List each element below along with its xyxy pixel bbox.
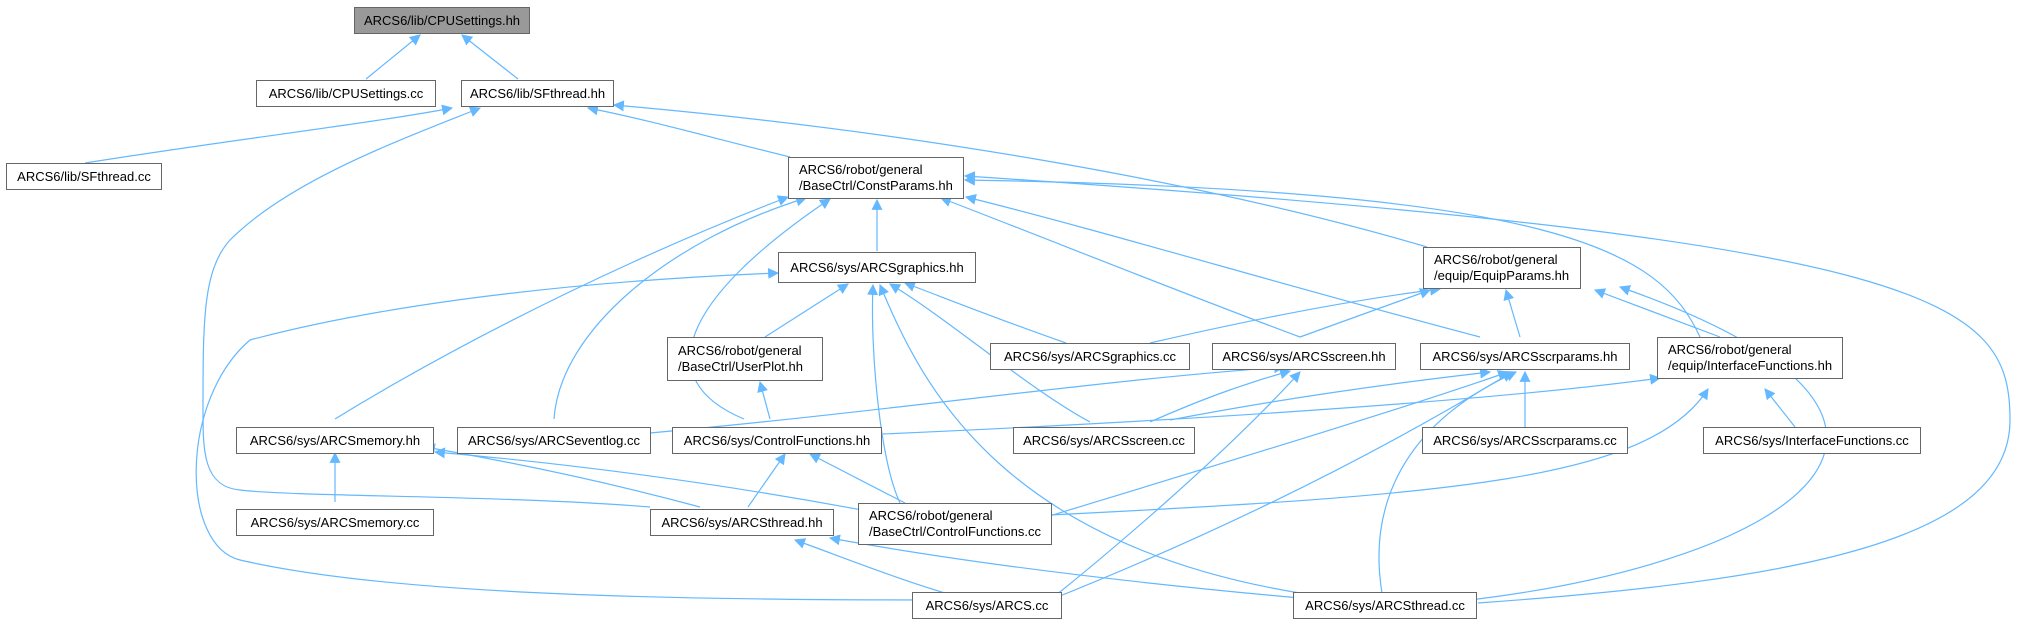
- node-equipparams-hh[interactable]: ARCS6/robot/general/equip/EquipParams.hh: [1423, 247, 1581, 289]
- edge-interfacefunctions-hh-to-constparams-hh: [963, 174, 1701, 338]
- edge-arcsthread-cc-to-arcsthread-hh: [828, 534, 1301, 599]
- edge-arcsthread-hh-to-sfthread-hh: [202, 106, 651, 508]
- node-cpusettings-cc[interactable]: ARCS6/lib/CPUSettings.cc: [256, 80, 436, 107]
- edge-interfacefunctions-cc-to-interfacefunctions-hh: [1764, 388, 1796, 428]
- node-arcsthread-cc[interactable]: ARCS6/sys/ARCSthread.cc: [1293, 592, 1477, 619]
- edge-arcsthread-hh-to-controlfunctions-hh: [747, 453, 786, 508]
- edge-arcsthread-cc-to-arcsgraphics-hh: [878, 283, 1351, 601]
- edge-arcsgraphics-cc-to-arcsgraphics-hh: [903, 281, 1067, 344]
- node-interfacefunctions-cc[interactable]: ARCS6/sys/InterfaceFunctions.cc: [1703, 427, 1921, 454]
- edge-arcsscreen-cc-to-arcsscreen-hh: [1149, 368, 1292, 423]
- edge-interfacefunctions-hh-to-equipparams-hh: [1593, 288, 1721, 338]
- node-arcsgraphics-cc[interactable]: ARCS6/sys/ARCSgraphics.cc: [990, 343, 1190, 370]
- edge-arcsscreen-hh-to-constparams-hh: [939, 196, 1301, 338]
- edge-arcsthread-cc-to-arcsscrparams-hh: [1378, 371, 1517, 594]
- node-cpusettings-hh: ARCS6/lib/CPUSettings.hh: [354, 7, 530, 34]
- edge-basectrl-controlfunctions-cc-to-arcsmemory-hh: [433, 447, 863, 511]
- edge-arcs-cc-to-arcsthread-hh: [793, 538, 956, 597]
- node-arcsgraphics-hh[interactable]: ARCS6/sys/ARCSgraphics.hh: [778, 252, 976, 283]
- edge-arcs-cc-to-arcsscreen-hh: [1049, 371, 1301, 601]
- edge-arcseventlog-cc-to-constparams-hh: [553, 195, 808, 420]
- node-basectrl-controlfunctions-cc[interactable]: ARCS6/robot/general/BaseCtrl/ControlFunc…: [858, 503, 1052, 545]
- edge-arcsmemory-hh-to-constparams-hh: [334, 195, 790, 420]
- edge-arcsgraphics-cc-to-equipparams-hh: [1149, 284, 1442, 344]
- edge-arcsthread-hh-to-arcsmemory-hh: [423, 443, 701, 508]
- edge-arcsscrparams-hh-to-constparams-hh: [964, 194, 1481, 338]
- edge-arcs-cc-to-arcsgraphics-hh: [195, 267, 961, 601]
- node-sfthread-hh[interactable]: ARCS6/lib/SFthread.hh: [461, 80, 614, 107]
- node-interfacefunctions-hh[interactable]: ARCS6/robot/general/equip/InterfaceFunct…: [1657, 337, 1843, 379]
- edge-arcs-cc-to-arcsscrparams-hh: [1049, 371, 1513, 601]
- node-arcseventlog-cc[interactable]: ARCS6/sys/ARCSeventlog.cc: [457, 427, 651, 454]
- edge-arcsscreen-cc-to-arcsscrparams-hh: [1169, 367, 1492, 421]
- edge-basectrl-controlfunctions-cc-to-arcsgraphics-hh: [867, 283, 901, 504]
- edge-sfthread-cc-to-sfthread-hh: [84, 104, 454, 164]
- edge-arcsscreen-hh-to-equipparams-hh: [1299, 288, 1432, 338]
- edge-userplot-hh-to-arcsgraphics-hh: [764, 283, 849, 338]
- node-arcsmemory-cc[interactable]: ARCS6/sys/ARCSmemory.cc: [236, 509, 434, 536]
- edge-basectrl-controlfunctions-cc-to-arcsscrparams-hh: [1019, 370, 1510, 526]
- node-arcsscrparams-cc[interactable]: ARCS6/sys/ARCSscrparams.cc: [1422, 427, 1628, 454]
- node-sfthread-cc[interactable]: ARCS6/lib/SFthread.cc: [6, 163, 162, 190]
- node-controlfunctions-hh[interactable]: ARCS6/sys/ControlFunctions.hh: [672, 427, 882, 454]
- edge-controlfunctions-hh-to-userplot-hh: [757, 380, 771, 420]
- edge-controlfunctions-hh-to-constparams-hh: [689, 198, 831, 420]
- edge-arcsthread-cc-to-constparams-hh: [963, 171, 2011, 604]
- node-arcs-cc[interactable]: ARCS6/sys/ARCS.cc: [912, 592, 1062, 619]
- edge-sfthread-hh-to-cpusettings-hh: [461, 34, 519, 80]
- node-arcsscreen-hh[interactable]: ARCS6/sys/ARCSscreen.hh: [1212, 343, 1396, 370]
- node-arcsmemory-hh[interactable]: ARCS6/sys/ARCSmemory.hh: [236, 427, 434, 454]
- edge-cpusettings-cc-to-cpusettings-hh: [365, 34, 421, 80]
- edge-arcseventlog-cc-to-arcsscreen-hh: [649, 362, 1286, 434]
- edge-basectrl-controlfunctions-cc-to-interfacefunctions-hh: [1049, 388, 1709, 516]
- edge-arcsscrparams-hh-to-equipparams-hh: [1503, 288, 1521, 338]
- edge-equipparams-hh-to-sfthread-hh: [612, 100, 1428, 248]
- node-arcsscrparams-hh[interactable]: ARCS6/sys/ARCSscrparams.hh: [1420, 343, 1630, 370]
- edge-controlfunctions-hh-to-interfacefunctions-hh: [882, 373, 1662, 435]
- edge-basectrl-controlfunctions-cc-to-controlfunctions-hh: [809, 453, 906, 504]
- node-constparams-hh[interactable]: ARCS6/robot/general/BaseCtrl/ConstParams…: [788, 157, 964, 199]
- edge-constparams-hh-to-sfthread-hh: [586, 104, 791, 158]
- node-arcsthread-hh[interactable]: ARCS6/sys/ARCSthread.hh: [650, 509, 834, 536]
- node-arcsscreen-cc[interactable]: ARCS6/sys/ARCSscreen.cc: [1013, 427, 1195, 454]
- node-userplot-hh[interactable]: ARCS6/robot/general/BaseCtrl/UserPlot.hh: [667, 337, 823, 381]
